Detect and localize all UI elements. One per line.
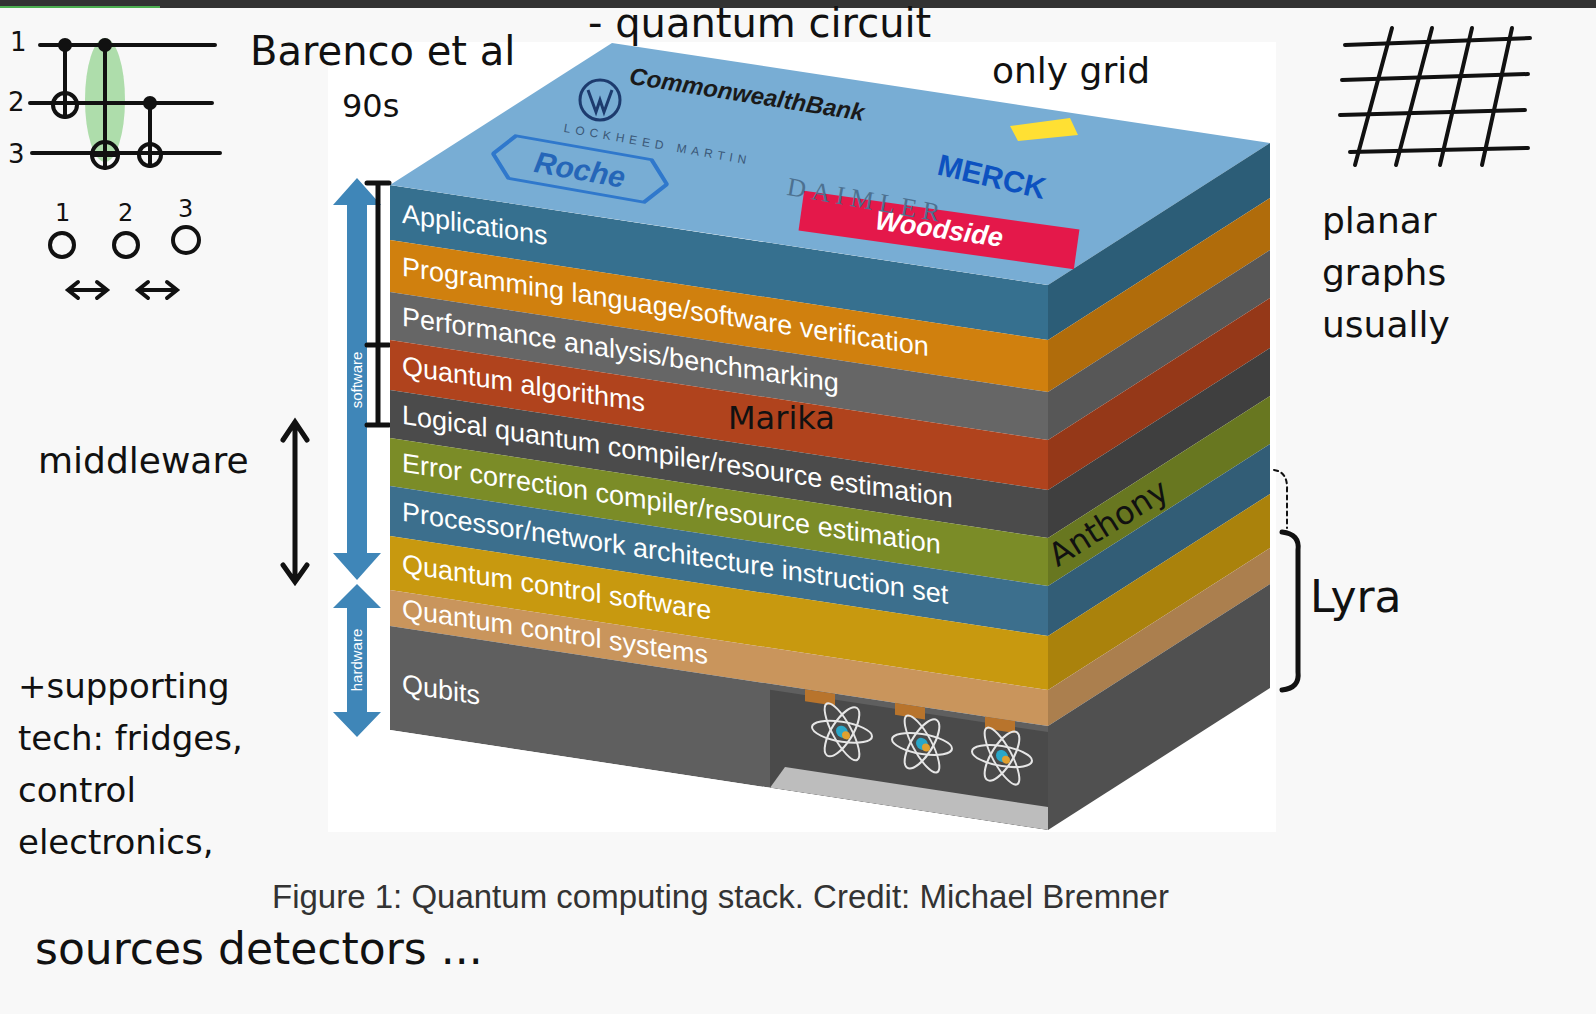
figure-ground: [328, 42, 1276, 832]
layer-label: Qubits: [402, 670, 480, 712]
handwritten-name: Lyra: [1310, 572, 1402, 623]
arrow-label: hardware: [348, 629, 365, 692]
progress-bar: [0, 6, 160, 8]
layer-label: Applications: [402, 199, 548, 251]
stack-front-face: ApplicationsProgramming language/softwar…: [390, 185, 1048, 830]
handwritten-note: Barenco et al: [250, 28, 515, 74]
handwritten-note: middleware: [38, 440, 249, 481]
qubit-number: 1: [55, 200, 70, 228]
handwritten-marks: [283, 183, 1298, 690]
qubit-recess: [770, 690, 1048, 830]
grid-sketch: [1340, 28, 1530, 165]
atom-icons: [812, 696, 1032, 791]
handwritten-note: +supporting tech: fridges, control elect…: [18, 660, 270, 868]
qubit-number: 2: [118, 200, 133, 228]
wire-number: 1: [10, 28, 27, 58]
circuit-sketch: [30, 38, 220, 298]
qubit-number: 3: [178, 196, 193, 224]
software-arrow: [333, 178, 381, 737]
handwritten-note: sources detectors ...: [35, 924, 483, 975]
handwritten-note: planar graphs usually: [1322, 195, 1532, 351]
handwritten-note: only grid: [992, 50, 1150, 91]
handwritten-name: Marika: [728, 400, 835, 437]
handwritten-note: 90s: [342, 88, 399, 125]
wire-number: 3: [8, 140, 25, 170]
arrow-label: software: [348, 352, 365, 409]
sticky-note: [1010, 118, 1078, 141]
vw-logo: [580, 80, 620, 120]
handwritten-note: - quantum circuit: [588, 0, 931, 46]
wire-number: 2: [8, 88, 25, 118]
figure-caption: Figure 1: Quantum computing stack. Credi…: [272, 878, 1169, 916]
